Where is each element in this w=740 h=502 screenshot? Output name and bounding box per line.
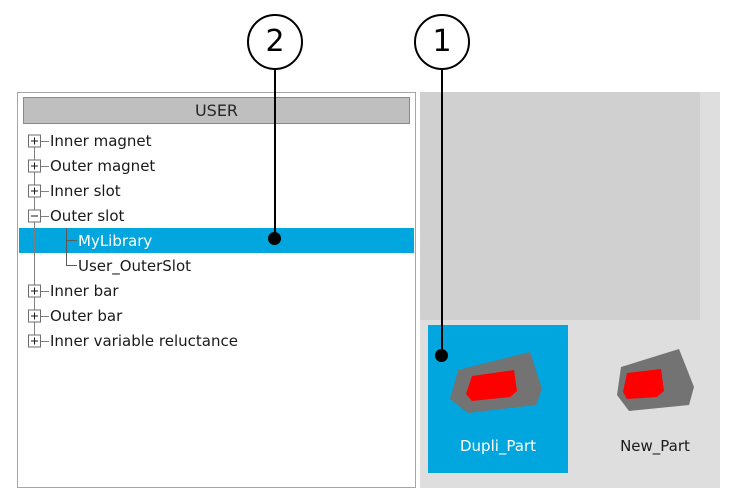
tree-header-user: USER bbox=[23, 97, 410, 124]
collapse-minus-icon[interactable] bbox=[28, 209, 41, 222]
tree-item-mylibrary[interactable]: MyLibrary bbox=[19, 228, 414, 253]
tree-elbow-horizontal bbox=[66, 265, 77, 266]
part-tile-new[interactable]: New_Part bbox=[585, 325, 725, 473]
expand-plus-icon[interactable] bbox=[28, 184, 41, 197]
tree-header-label: USER bbox=[194, 101, 239, 120]
tree-elbow-continue bbox=[66, 240, 67, 253]
tree-connector-stub bbox=[41, 315, 49, 317]
part-preview-area bbox=[420, 92, 700, 320]
tree-item-label: Inner slot bbox=[50, 181, 121, 200]
callout-number: 1 bbox=[432, 24, 452, 59]
tree-item-inner-variable-reluctance[interactable]: Inner variable reluctance bbox=[19, 328, 414, 353]
library-parts-panel[interactable]: Dupli_Part New_Part bbox=[420, 92, 720, 488]
callout-marker-1: 1 bbox=[414, 14, 470, 70]
callout-leader-line-2 bbox=[274, 68, 276, 240]
tree-elbow-icon bbox=[66, 228, 67, 241]
part-tile-dupli[interactable]: Dupli_Part bbox=[428, 325, 568, 473]
tree-connector-rail bbox=[34, 140, 35, 341]
tree-item-label: User_OuterSlot bbox=[78, 256, 192, 275]
tree-item-inner-bar[interactable]: Inner bar bbox=[19, 278, 414, 303]
tree-item-label: Outer slot bbox=[50, 206, 125, 225]
expand-plus-icon[interactable] bbox=[28, 284, 41, 297]
expand-plus-icon[interactable] bbox=[28, 159, 41, 172]
expand-plus-icon[interactable] bbox=[28, 134, 41, 147]
tree-connector-stub bbox=[41, 190, 49, 192]
tree-connector-stub bbox=[41, 140, 49, 142]
tree-item-outer-bar[interactable]: Outer bar bbox=[19, 303, 414, 328]
tree-item-inner-magnet[interactable]: Inner magnet bbox=[19, 128, 414, 153]
part-tile-caption: New_Part bbox=[620, 437, 690, 455]
tree-item-label: Inner bar bbox=[50, 281, 119, 300]
parts-thumbnail-strip[interactable]: Dupli_Part New_Part bbox=[420, 320, 720, 488]
tree-connector-stub bbox=[41, 290, 49, 292]
tree-item-user-outerslot[interactable]: User_OuterSlot bbox=[19, 253, 414, 278]
tree-item-label: Inner variable reluctance bbox=[50, 331, 238, 350]
new-part-thumbnail-icon bbox=[617, 349, 694, 411]
tree-item-inner-slot[interactable]: Inner slot bbox=[19, 178, 414, 203]
tree-body[interactable]: Inner magnet Outer magnet Inner slot Out… bbox=[19, 128, 414, 486]
tree-elbow-icon bbox=[66, 253, 67, 266]
tree-item-label: MyLibrary bbox=[78, 231, 153, 250]
callout-leader-line-1 bbox=[441, 68, 443, 357]
part-tile-caption: Dupli_Part bbox=[459, 437, 537, 455]
tree-connector-stub bbox=[41, 215, 49, 217]
callout-number: 2 bbox=[265, 24, 285, 59]
tree-connector-stub bbox=[41, 340, 49, 342]
tree-item-label: Inner magnet bbox=[50, 131, 152, 150]
duplicated-part-thumbnail-icon bbox=[450, 352, 542, 413]
tree-item-outer-slot[interactable]: Outer slot bbox=[19, 203, 414, 228]
tree-elbow-horizontal bbox=[66, 240, 77, 241]
user-library-tree-panel[interactable]: USER Inner magnet Outer magnet Inner slo… bbox=[17, 92, 416, 488]
tree-connector-stub bbox=[41, 165, 49, 167]
callout-endpoint-dot-2 bbox=[268, 232, 281, 245]
callout-endpoint-dot-1 bbox=[435, 349, 448, 362]
expand-plus-icon[interactable] bbox=[28, 334, 41, 347]
tree-item-outer-magnet[interactable]: Outer magnet bbox=[19, 153, 414, 178]
callout-marker-2: 2 bbox=[247, 14, 303, 70]
tree-item-label: Outer bar bbox=[50, 306, 123, 325]
tree-item-label: Outer magnet bbox=[50, 156, 156, 175]
expand-plus-icon[interactable] bbox=[28, 309, 41, 322]
